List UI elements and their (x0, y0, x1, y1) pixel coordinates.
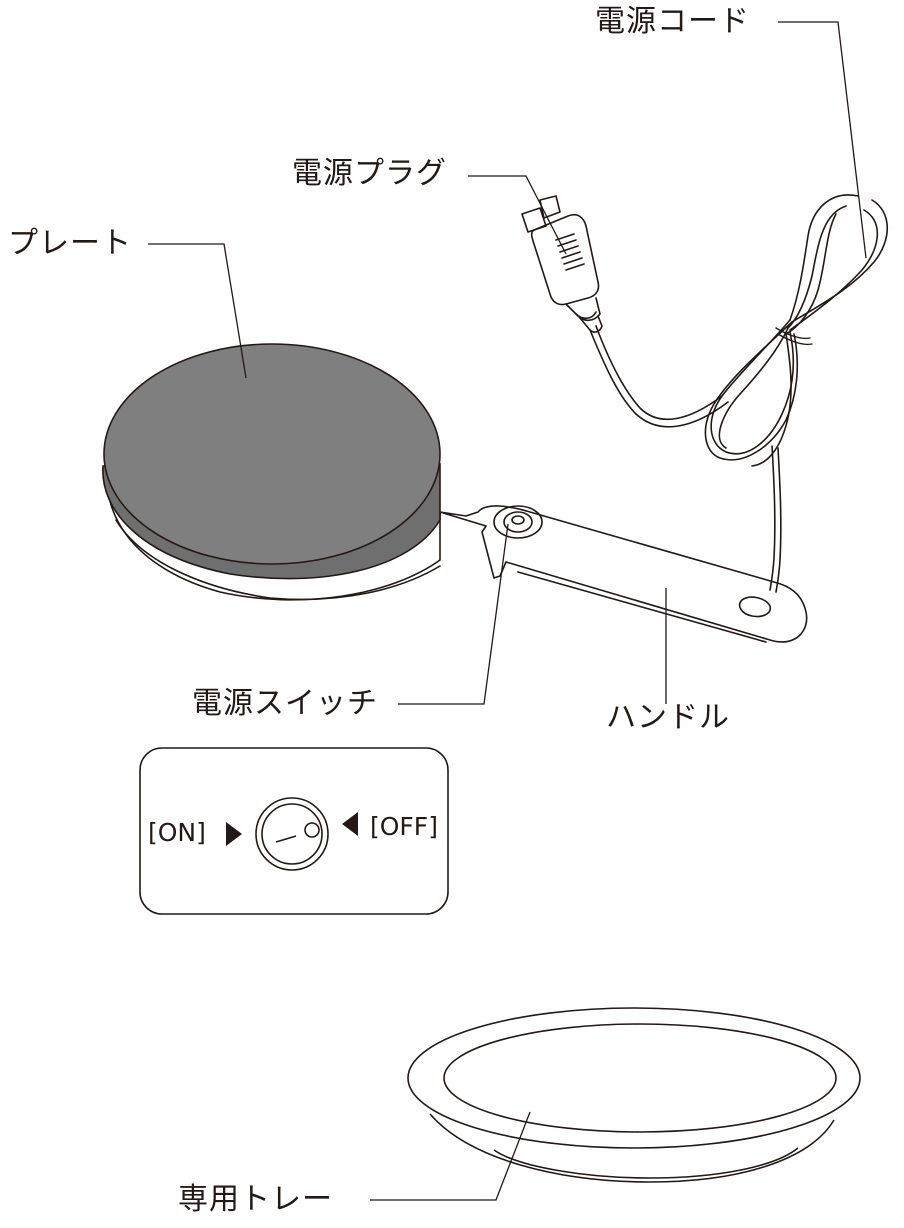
plate-base (106, 469, 441, 601)
power-switch-label: 電源スイッチ (192, 686, 378, 721)
plate-label: プレート (8, 226, 132, 261)
switch-on-label: [ON] (148, 818, 206, 847)
power-plug-label: 電源プラグ (292, 156, 447, 191)
leader-lines (148, 21, 867, 1201)
switch-detail-box (139, 747, 449, 915)
power-cord (589, 194, 888, 593)
handle (439, 505, 808, 643)
tray (407, 1007, 861, 1183)
power-plug (521, 195, 603, 333)
switch-off-label: [OFF] (370, 812, 438, 841)
tray-label: 専用トレー (178, 1182, 333, 1217)
handle-switch (493, 505, 543, 539)
switch-arrows (226, 812, 358, 846)
handle-label: ハンドル (606, 700, 730, 735)
plate (102, 343, 441, 580)
power-cord-label: 電源コード (595, 4, 750, 39)
